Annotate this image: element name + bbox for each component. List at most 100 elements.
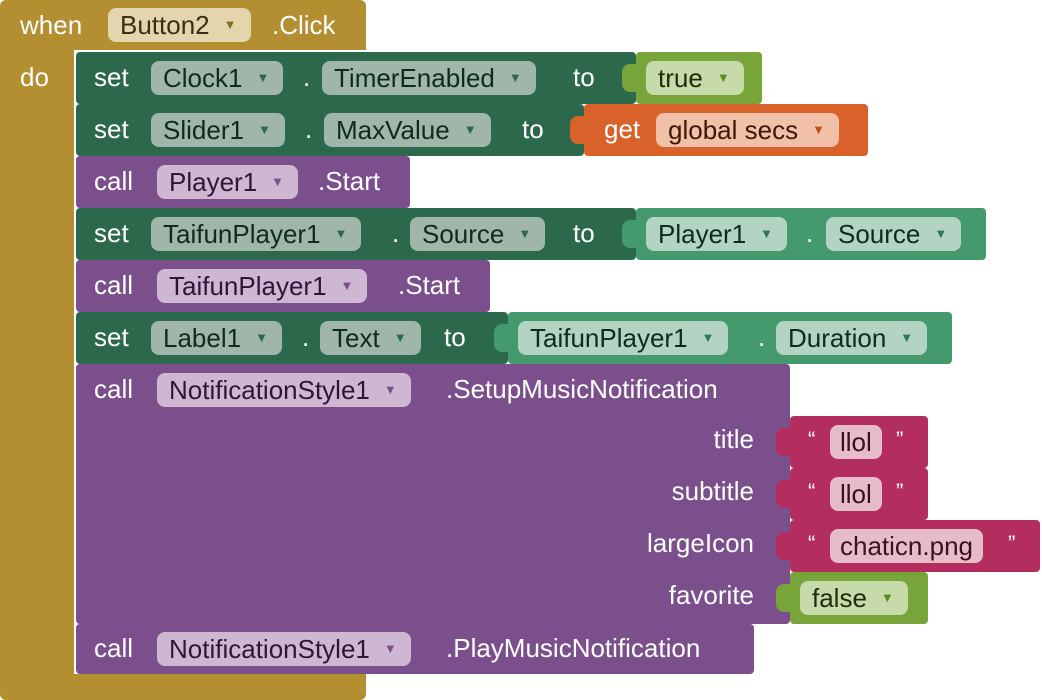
block2-variable: global secs	[668, 115, 799, 145]
param-title-label: title	[713, 424, 754, 454]
subtitle-text-value[interactable]: llol	[830, 477, 882, 511]
chevron-down-icon: ▼	[463, 122, 477, 137]
block4-value-dot: .	[806, 218, 814, 248]
chevron-down-icon: ▼	[760, 226, 774, 241]
block6-value-dot: .	[758, 322, 766, 352]
block1-dot: .	[303, 62, 311, 92]
event-component-dropdown[interactable]: Button2 ▼	[108, 8, 251, 42]
chevron-down-icon: ▼	[880, 590, 894, 605]
block3-method: .Start	[318, 166, 381, 196]
favorite-value-dropdown[interactable]: false ▼	[800, 581, 908, 615]
param-largeicon-label: largeIcon	[647, 528, 754, 558]
chevron-down-icon: ▼	[223, 17, 237, 32]
chevron-down-icon: ▼	[393, 330, 407, 345]
largeicon-close-quote: ”	[1008, 531, 1016, 556]
block1-to: to	[573, 62, 595, 92]
subtitle-open-quote: “	[808, 479, 816, 504]
chevron-down-icon: ▼	[256, 70, 270, 85]
block4-value-property: Source	[838, 219, 921, 249]
block6-component: Label1	[163, 323, 242, 353]
block1-component: Clock1	[163, 63, 243, 93]
block4-keyword: set	[94, 218, 129, 248]
block2-get-keyword: get	[604, 114, 641, 144]
block1-property: TimerEnabled	[334, 63, 495, 93]
block1-value: true	[658, 63, 703, 93]
block2-component: Slider1	[163, 115, 244, 145]
block2-keyword: set	[94, 114, 129, 144]
block4-value-socket-tab	[622, 220, 638, 248]
chevron-down-icon: ▼	[340, 278, 354, 293]
chevron-down-icon: ▼	[383, 641, 397, 656]
block6-property: Text	[332, 323, 380, 353]
block2-variable-dropdown[interactable]: global secs ▼	[656, 113, 839, 147]
block7-component: NotificationStyle1	[169, 375, 370, 405]
event-name-label: .Click	[272, 10, 336, 40]
event-do-label: do	[20, 62, 49, 92]
chevron-down-icon: ▼	[701, 330, 715, 345]
chevron-down-icon: ▼	[255, 330, 268, 345]
block2-property-dropdown[interactable]: MaxValue ▼	[324, 113, 491, 147]
block1-value-socket-tab	[622, 64, 638, 92]
block5-component: TaifunPlayer1	[169, 271, 327, 301]
block6-value-property: Duration	[788, 323, 887, 353]
block8-method: .PlayMusicNotification	[446, 633, 701, 663]
block6-value-component: TaifunPlayer1	[530, 323, 688, 353]
largeicon-open-quote: “	[808, 531, 816, 556]
block6-value-property-dropdown[interactable]: Duration ▼	[776, 321, 928, 355]
favorite-value: false	[812, 583, 867, 613]
block2-property: MaxValue	[336, 115, 450, 145]
block6-value-component-dropdown[interactable]: TaifunPlayer1 ▼	[518, 321, 729, 355]
event-component-name: Button2	[120, 10, 210, 40]
block6-dot: .	[302, 322, 310, 352]
block6-property-dropdown[interactable]: Text ▼	[320, 321, 421, 355]
block3-keyword: call	[94, 166, 134, 196]
call-setupmusicnotification-block[interactable]	[76, 364, 790, 624]
block1-value-dropdown[interactable]: true ▼	[646, 61, 744, 95]
title-text-value[interactable]: llol	[830, 425, 882, 459]
chevron-down-icon: ▼	[518, 226, 532, 241]
block5-method: .Start	[398, 270, 461, 300]
block4-component: TaifunPlayer1	[163, 219, 321, 249]
subtitle-close-quote: ”	[896, 479, 904, 504]
event-when-label: when	[20, 10, 83, 40]
block2-component-dropdown[interactable]: Slider1 ▼	[151, 113, 285, 147]
title-open-quote: “	[808, 427, 816, 452]
title-value: llol	[840, 427, 872, 457]
chevron-down-icon: ▼	[716, 70, 730, 85]
block5-keyword: call	[94, 270, 134, 300]
block2-dot: .	[305, 114, 313, 144]
largeicon-value: chaticn.png	[840, 531, 973, 561]
title-socket-tab	[776, 428, 792, 456]
block4-value-property-dropdown[interactable]: Source ▼	[826, 217, 962, 251]
block6-value-socket-tab	[494, 324, 510, 352]
block8-component-dropdown[interactable]: NotificationStyle1 ▼	[157, 632, 411, 666]
block4-to: to	[573, 218, 595, 248]
block3-component-dropdown[interactable]: Player1 ▼	[157, 165, 299, 199]
chevron-down-icon: ▼	[508, 70, 522, 85]
largeicon-socket-tab	[776, 532, 792, 560]
chevron-down-icon: ▼	[271, 174, 285, 189]
block5-component-dropdown[interactable]: TaifunPlayer1 ▼	[157, 269, 368, 303]
title-close-quote: ”	[896, 427, 904, 452]
chevron-down-icon: ▼	[812, 122, 825, 137]
block7-component-dropdown[interactable]: NotificationStyle1 ▼	[157, 373, 411, 407]
block4-property: Source	[422, 219, 505, 249]
set-label1-text-block[interactable]	[76, 312, 508, 364]
chevron-down-icon: ▼	[934, 226, 948, 241]
param-subtitle-label: subtitle	[671, 476, 754, 506]
chevron-down-icon: ▼	[334, 226, 348, 241]
subtitle-socket-tab	[776, 480, 792, 508]
block6-to: to	[444, 322, 466, 352]
block1-component-dropdown[interactable]: Clock1 ▼	[151, 61, 284, 95]
block4-property-dropdown[interactable]: Source ▼	[410, 217, 546, 251]
chevron-down-icon: ▼	[257, 122, 271, 137]
block6-component-dropdown[interactable]: Label1 ▼	[151, 321, 282, 355]
block1-property-dropdown[interactable]: TimerEnabled ▼	[322, 61, 536, 95]
block4-value-component-dropdown[interactable]: Player1 ▼	[646, 217, 788, 251]
largeicon-text-value[interactable]: chaticn.png	[830, 529, 983, 563]
block4-component-dropdown[interactable]: TaifunPlayer1 ▼	[151, 217, 362, 251]
subtitle-value: llol	[840, 479, 872, 509]
favorite-socket-tab	[776, 584, 792, 612]
chevron-down-icon: ▼	[900, 330, 914, 345]
